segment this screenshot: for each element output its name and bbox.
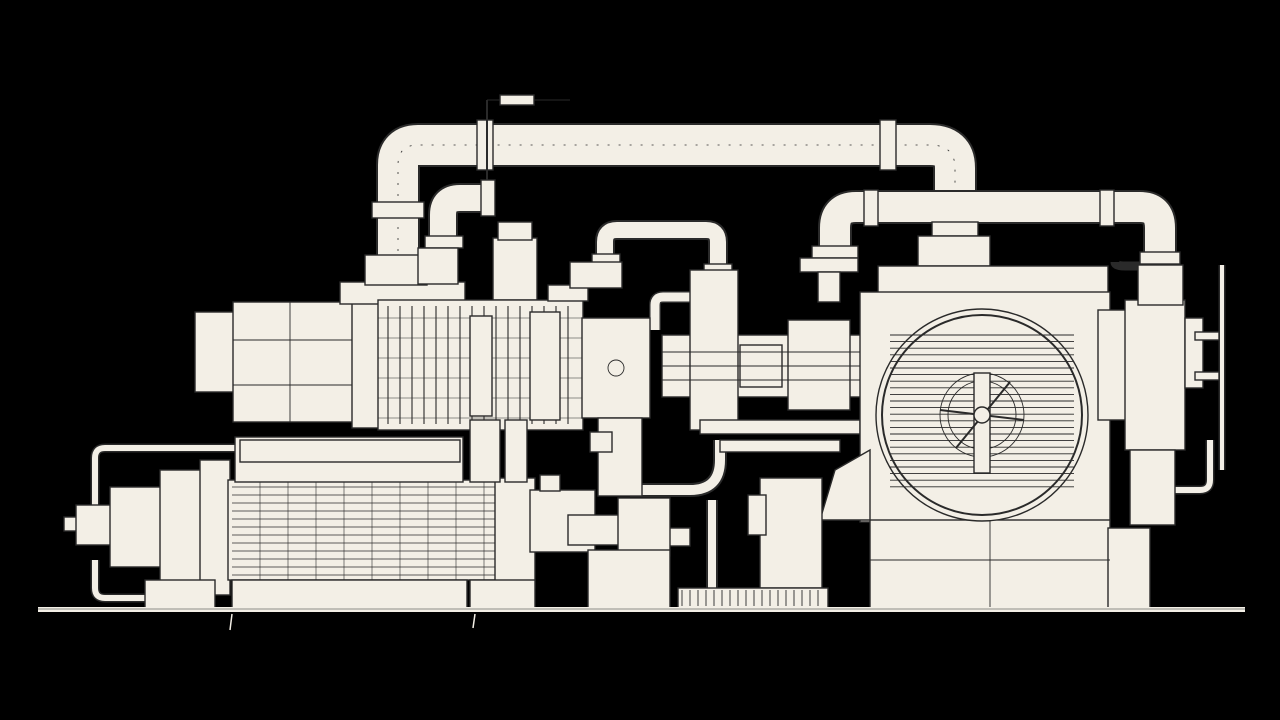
rotor-assembly xyxy=(377,261,623,431)
coupling-housing xyxy=(581,317,651,497)
piping xyxy=(90,119,1226,603)
pedestal xyxy=(587,477,829,609)
base-plate xyxy=(38,607,1245,631)
flywheel xyxy=(875,308,1089,522)
electric-motor xyxy=(194,247,466,429)
lower-pump xyxy=(63,419,691,609)
intermediate-bearing xyxy=(661,257,893,453)
